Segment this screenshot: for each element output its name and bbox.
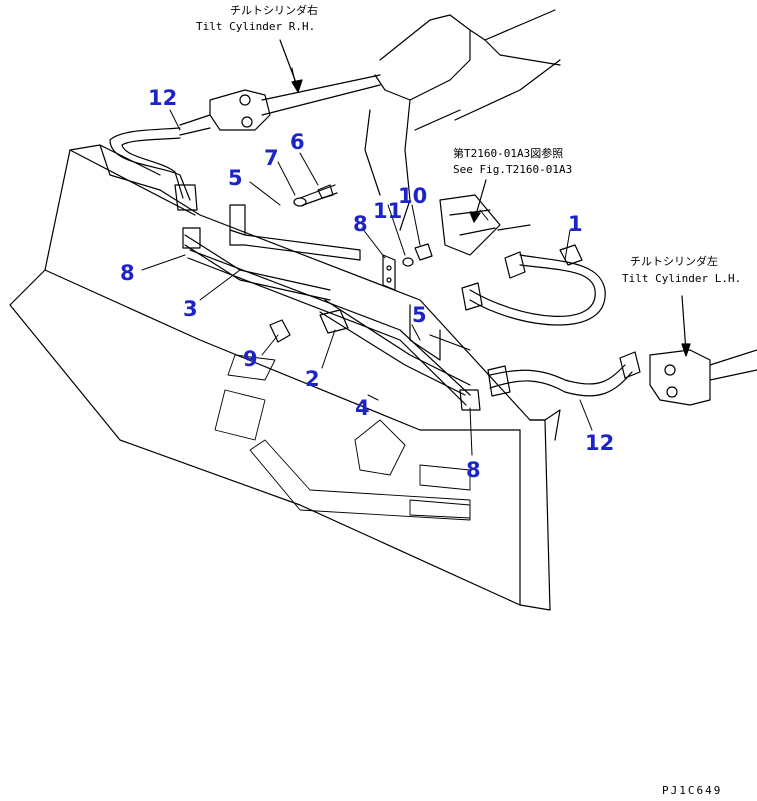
tilt-rh-label-jp: チルトシリンダ右 bbox=[230, 4, 318, 17]
leader-lines bbox=[141, 67, 593, 456]
washer-7 bbox=[293, 197, 307, 207]
blade-outline bbox=[9, 144, 561, 611]
tilt-rh-label-en: Tilt Cylinder R.H. bbox=[196, 20, 316, 33]
callout-3: 3 bbox=[183, 297, 198, 321]
callout-8-left: 8 bbox=[120, 261, 135, 285]
see-fig-label-jp: 第T2160-01A3図参照 bbox=[453, 147, 564, 160]
callout-11: 11 bbox=[373, 199, 403, 223]
callout-4: 4 bbox=[355, 396, 370, 420]
tilt-lh-label-en: Tilt Cylinder L.H. bbox=[622, 272, 742, 285]
hose-12-lh bbox=[487, 351, 641, 397]
rh-cylinder-head bbox=[179, 74, 381, 136]
nut-10 bbox=[414, 243, 433, 261]
elbow-9 bbox=[269, 319, 291, 343]
callout-12-rh: 12 bbox=[148, 86, 178, 110]
bolt-6 bbox=[299, 184, 338, 206]
lh-cylinder-head bbox=[649, 349, 757, 406]
callout-12-lh: 12 bbox=[585, 431, 615, 455]
blade-ghost-outline bbox=[214, 354, 471, 521]
callout-5-upper: 5 bbox=[228, 166, 243, 190]
hose-12-rh bbox=[109, 127, 198, 211]
callout-10: 10 bbox=[398, 184, 428, 208]
tilt-lh-label-jp: チルトシリンダ左 bbox=[630, 255, 718, 268]
callout-6: 6 bbox=[290, 130, 305, 154]
washer-11 bbox=[402, 257, 414, 267]
plate-5 bbox=[229, 204, 471, 361]
see-fig-label-en: See Fig.T2160-01A3 bbox=[453, 163, 573, 176]
clamp-8-center bbox=[382, 254, 396, 291]
callout-8-center: 8 bbox=[353, 212, 368, 236]
hose-1 bbox=[461, 244, 606, 326]
callout-1: 1 bbox=[568, 212, 583, 236]
callout-5-lower: 5 bbox=[412, 303, 427, 327]
drawing-code: PJ1C649 bbox=[662, 784, 723, 797]
callout-2: 2 bbox=[305, 367, 320, 391]
frame-outline bbox=[364, 9, 561, 256]
reference-arrows bbox=[279, 39, 691, 357]
pipe-4 bbox=[319, 299, 481, 411]
callout-7: 7 bbox=[264, 146, 279, 170]
callout-8-right: 8 bbox=[466, 458, 481, 482]
callout-9: 9 bbox=[243, 347, 258, 371]
